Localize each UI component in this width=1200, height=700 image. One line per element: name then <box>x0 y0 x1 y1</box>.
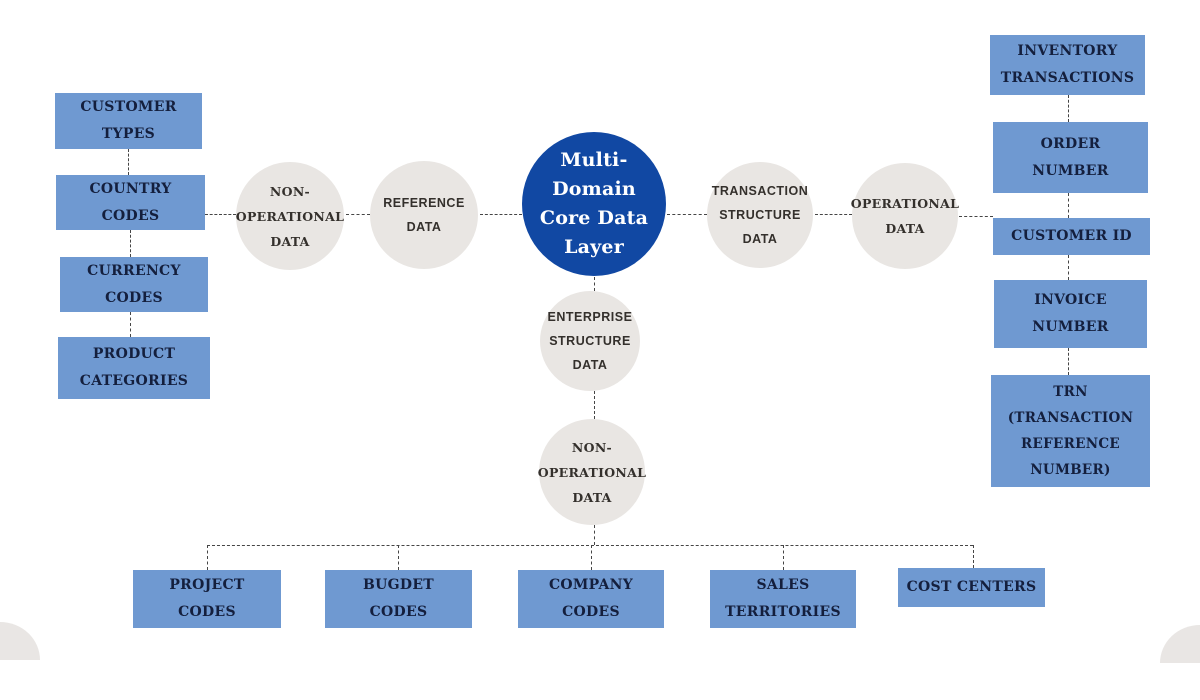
circle-transaction-structure-data: TRANSACTION STRUCTURE DATA <box>707 162 813 268</box>
circle-label-line: NON- <box>269 183 311 199</box>
circle-non-operational-data-left: NON- OPERATIONAL DATA <box>236 162 344 270</box>
corner-decoration-left <box>0 622 40 660</box>
circle-label-line: ENTERPRISE <box>547 310 633 324</box>
box-label-line: CODES <box>105 289 163 306</box>
box-bugdet-codes: BUGDET CODES <box>325 570 472 628</box>
circle-label-line: NON- <box>571 439 613 455</box>
circle-label-line: DATA <box>572 489 612 505</box>
box-sales-territories: SALES TERRITORIES <box>710 570 856 628</box>
box-label-line: REFERENCE <box>1021 436 1120 452</box>
circle-label-line: DATA <box>270 233 310 249</box>
box-label-line: COST CENTERS <box>906 579 1037 595</box>
box-label-line: PRODUCT <box>92 346 176 362</box>
box-cost-centers: COST CENTERS <box>898 568 1045 607</box>
box-label-line: TYPES <box>101 126 156 142</box>
box-label-line: CODES <box>101 207 160 224</box>
box-label-line: SALES <box>756 577 810 593</box>
connector-right-4 <box>1068 348 1069 375</box>
box-label-line: CURRENCY <box>87 262 181 279</box>
box-customer-types: CUSTOMER TYPES <box>55 93 202 149</box>
circle-operational-data: OPERATIONAL DATA <box>850 163 960 269</box>
box-label-line: CUSTOMER <box>80 99 177 115</box>
circle-label-line: STRUCTURE <box>719 208 801 222</box>
circle-label-line: OPERATIONAL <box>850 196 960 211</box>
core-label-line: Domain <box>552 178 636 200</box>
box-label-line: CODES <box>562 604 620 620</box>
box-trn-transaction-reference-number: TRN (TRANSACTION REFERENCE NUMBER) <box>991 375 1150 487</box>
connector-drop-bugdet-codes <box>398 545 399 570</box>
box-label-line: PROJECT <box>169 577 245 593</box>
box-country-codes: COUNTRY CODES <box>56 175 205 230</box>
box-currency-codes: CURRENCY CODES <box>60 257 208 312</box>
circle-label-line: REFERENCE <box>383 196 465 210</box>
core-label-line: Layer <box>564 236 624 258</box>
circle-reference-data: REFERENCE DATA <box>370 161 478 269</box>
circle-label-line: OPERATIONAL <box>537 464 647 480</box>
connector-drop-company-codes <box>591 545 592 570</box>
core-label-line: Multi- <box>560 149 628 171</box>
connector-axis-6 <box>959 216 993 217</box>
connector-left-3 <box>130 312 131 337</box>
circle-label-line: TRANSACTION <box>711 184 809 198</box>
box-label-line: TRANSACTIONS <box>1000 70 1135 86</box>
circle-label-line: DATA <box>572 358 608 372</box>
box-label-line: NUMBER) <box>1030 462 1111 478</box>
connector-right-3 <box>1068 255 1069 280</box>
circle-label-line: STRUCTURE <box>549 334 631 348</box>
connector-axis-4 <box>667 214 707 215</box>
connector-core-to-enterprise <box>594 277 595 291</box>
box-label-line: BUGDET <box>362 577 435 593</box>
circle-label-line: OPERATIONAL <box>235 208 345 224</box>
box-product-categories: PRODUCT CATEGORIES <box>58 337 210 399</box>
circle-label-line: DATA <box>406 220 442 234</box>
box-label-line: CUSTOMER ID <box>1011 228 1132 244</box>
connector-axis-2 <box>346 214 370 215</box>
connector-right-1 <box>1068 95 1069 122</box>
box-company-codes: COMPANY CODES <box>518 570 664 628</box>
box-label-line: INVENTORY <box>1017 43 1118 59</box>
circle-label-line: DATA <box>742 232 778 246</box>
connector-axis-1 <box>205 214 236 215</box>
corner-decoration-right <box>1160 625 1200 663</box>
box-label-line: ORDER <box>1040 135 1101 152</box>
connector-drop-sales-territories <box>783 545 784 570</box>
connector-drop-project-codes <box>207 545 208 570</box>
circle-enterprise-structure-data: ENTERPRISE STRUCTURE DATA <box>540 291 640 391</box>
connector-right-2 <box>1068 193 1069 218</box>
connector-drop-cost-centers <box>973 545 974 568</box>
circle-label-line: DATA <box>885 221 925 236</box>
connector-left-1 <box>128 149 129 175</box>
box-label-line: COMPANY <box>548 577 634 593</box>
box-label-line: CODES <box>369 604 428 620</box>
box-label-line: TERRITORIES <box>725 604 841 620</box>
box-label-line: NUMBER <box>1032 162 1109 179</box>
box-label-line: CATEGORIES <box>79 373 189 389</box>
box-label-line: TRN <box>1053 384 1088 400</box>
connector-bottom-bus <box>207 545 973 546</box>
circle-non-operational-data-bottom: NON- OPERATIONAL DATA <box>537 419 647 525</box>
connector-axis-3 <box>480 214 522 215</box>
box-label-line: (TRANSACTION <box>1007 410 1134 426</box>
connector-nonop-to-bus <box>594 525 595 545</box>
box-customer-id: CUSTOMER ID <box>993 218 1150 255</box>
circle-multi-domain-core-data-layer: Multi- Domain Core Data Layer <box>522 132 666 276</box>
box-label-line: NUMBER <box>1032 319 1109 335</box>
core-label-line: Core Data <box>539 207 649 229</box>
connector-axis-5 <box>815 214 852 215</box>
connector-left-2 <box>130 230 131 257</box>
box-invoice-number: INVOICE NUMBER <box>994 280 1147 348</box>
box-project-codes: PROJECT CODES <box>133 570 281 628</box>
box-order-number: ORDER NUMBER <box>993 122 1148 193</box>
box-label-line: COUNTRY <box>89 180 172 197</box>
connector-enterprise-to-nonop <box>594 391 595 419</box>
box-label-line: INVOICE <box>1034 292 1107 308</box>
box-label-line: CODES <box>178 604 236 620</box>
box-inventory-transactions: INVENTORY TRANSACTIONS <box>990 35 1145 95</box>
